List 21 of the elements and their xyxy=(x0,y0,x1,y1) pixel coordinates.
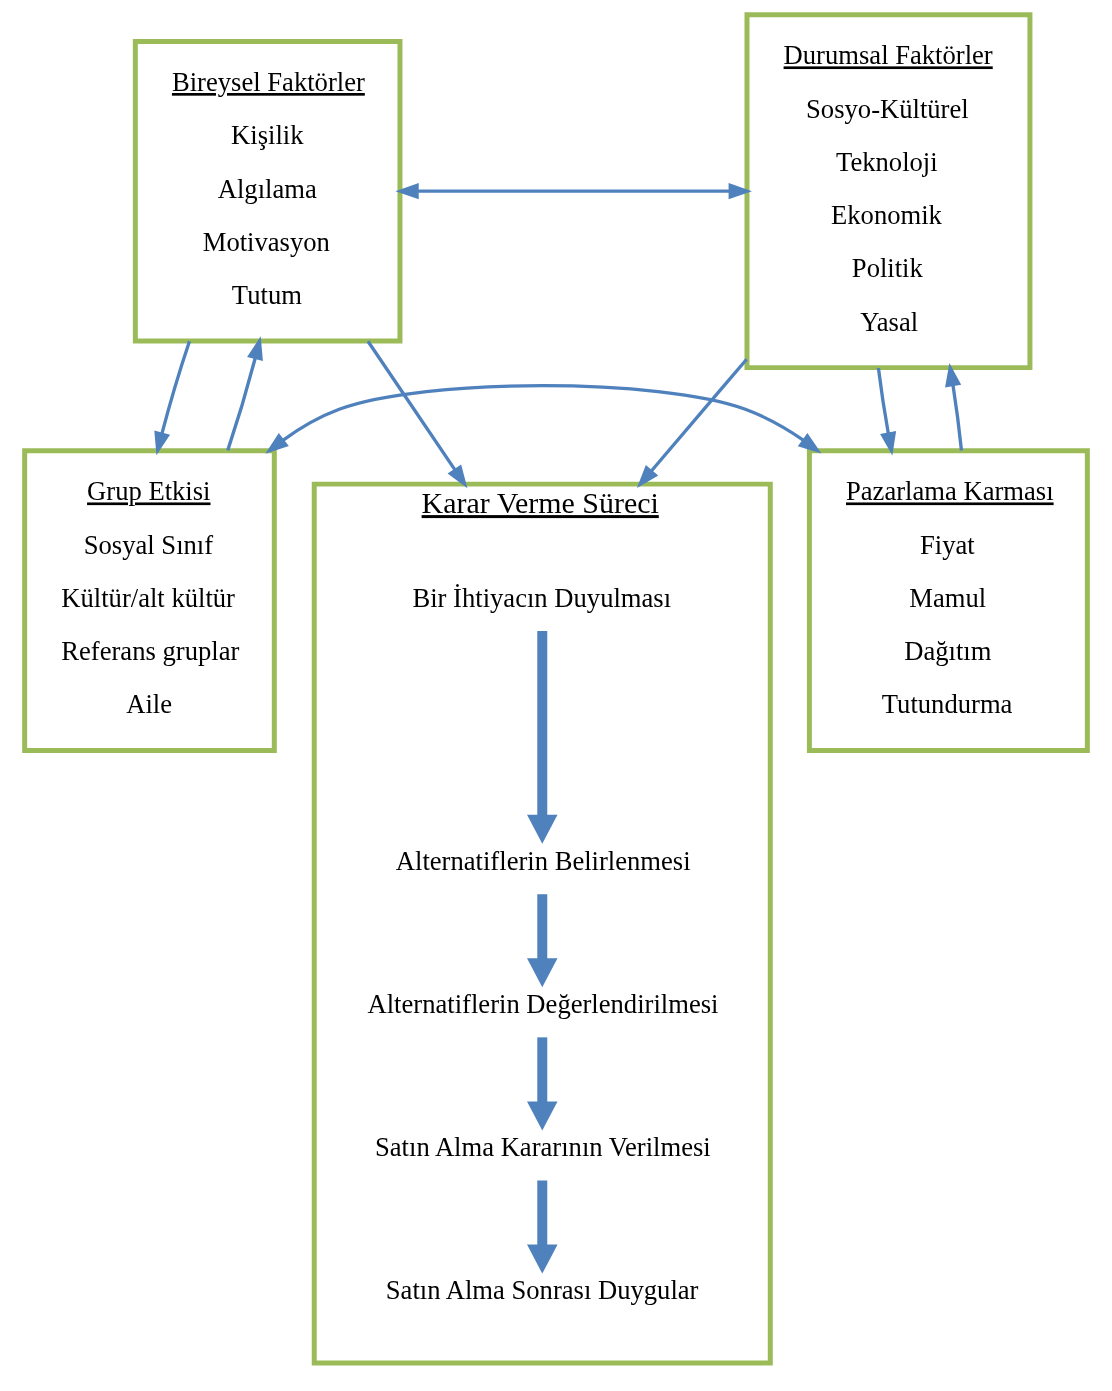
node-text: Alternatiflerin Belirlenmesi xyxy=(395,845,691,876)
node-text: Bir İhtiyacın Duyulması xyxy=(412,582,672,613)
node-text: Satın Alma Sonrası Duygular xyxy=(385,1275,699,1306)
arrow xyxy=(395,183,752,200)
arrow xyxy=(527,631,558,844)
arrow xyxy=(876,367,897,456)
node-text: Satın Alma Kararının Verilmesi xyxy=(375,1132,711,1163)
arrow xyxy=(366,340,468,489)
node-box: Durumsal Faktörler Sosyo-Kültürel Teknoloji Ekonomik Politik Yasal xyxy=(744,12,1033,371)
node-box: Grup Etkisi Sosyal Sınıf Kültür/alt kültür Referans gruplar Aile xyxy=(22,448,277,753)
arrow xyxy=(636,358,748,488)
arrow xyxy=(945,363,964,451)
arrow xyxy=(527,1037,558,1131)
arrow xyxy=(527,894,558,988)
node-text: Alternatiflerin Değerlendirilmesi xyxy=(367,989,719,1020)
arrow xyxy=(265,384,822,454)
node-box: Bireysel Faktörler Kişilik Algılama Motivasyon Tutum xyxy=(132,38,403,344)
arrow xyxy=(527,1180,558,1274)
arrow xyxy=(226,336,263,451)
node-box: Pazarlama Karması Fiyat Mamul Dağıtım Tutundurma xyxy=(806,448,1090,753)
arrow xyxy=(154,340,192,456)
